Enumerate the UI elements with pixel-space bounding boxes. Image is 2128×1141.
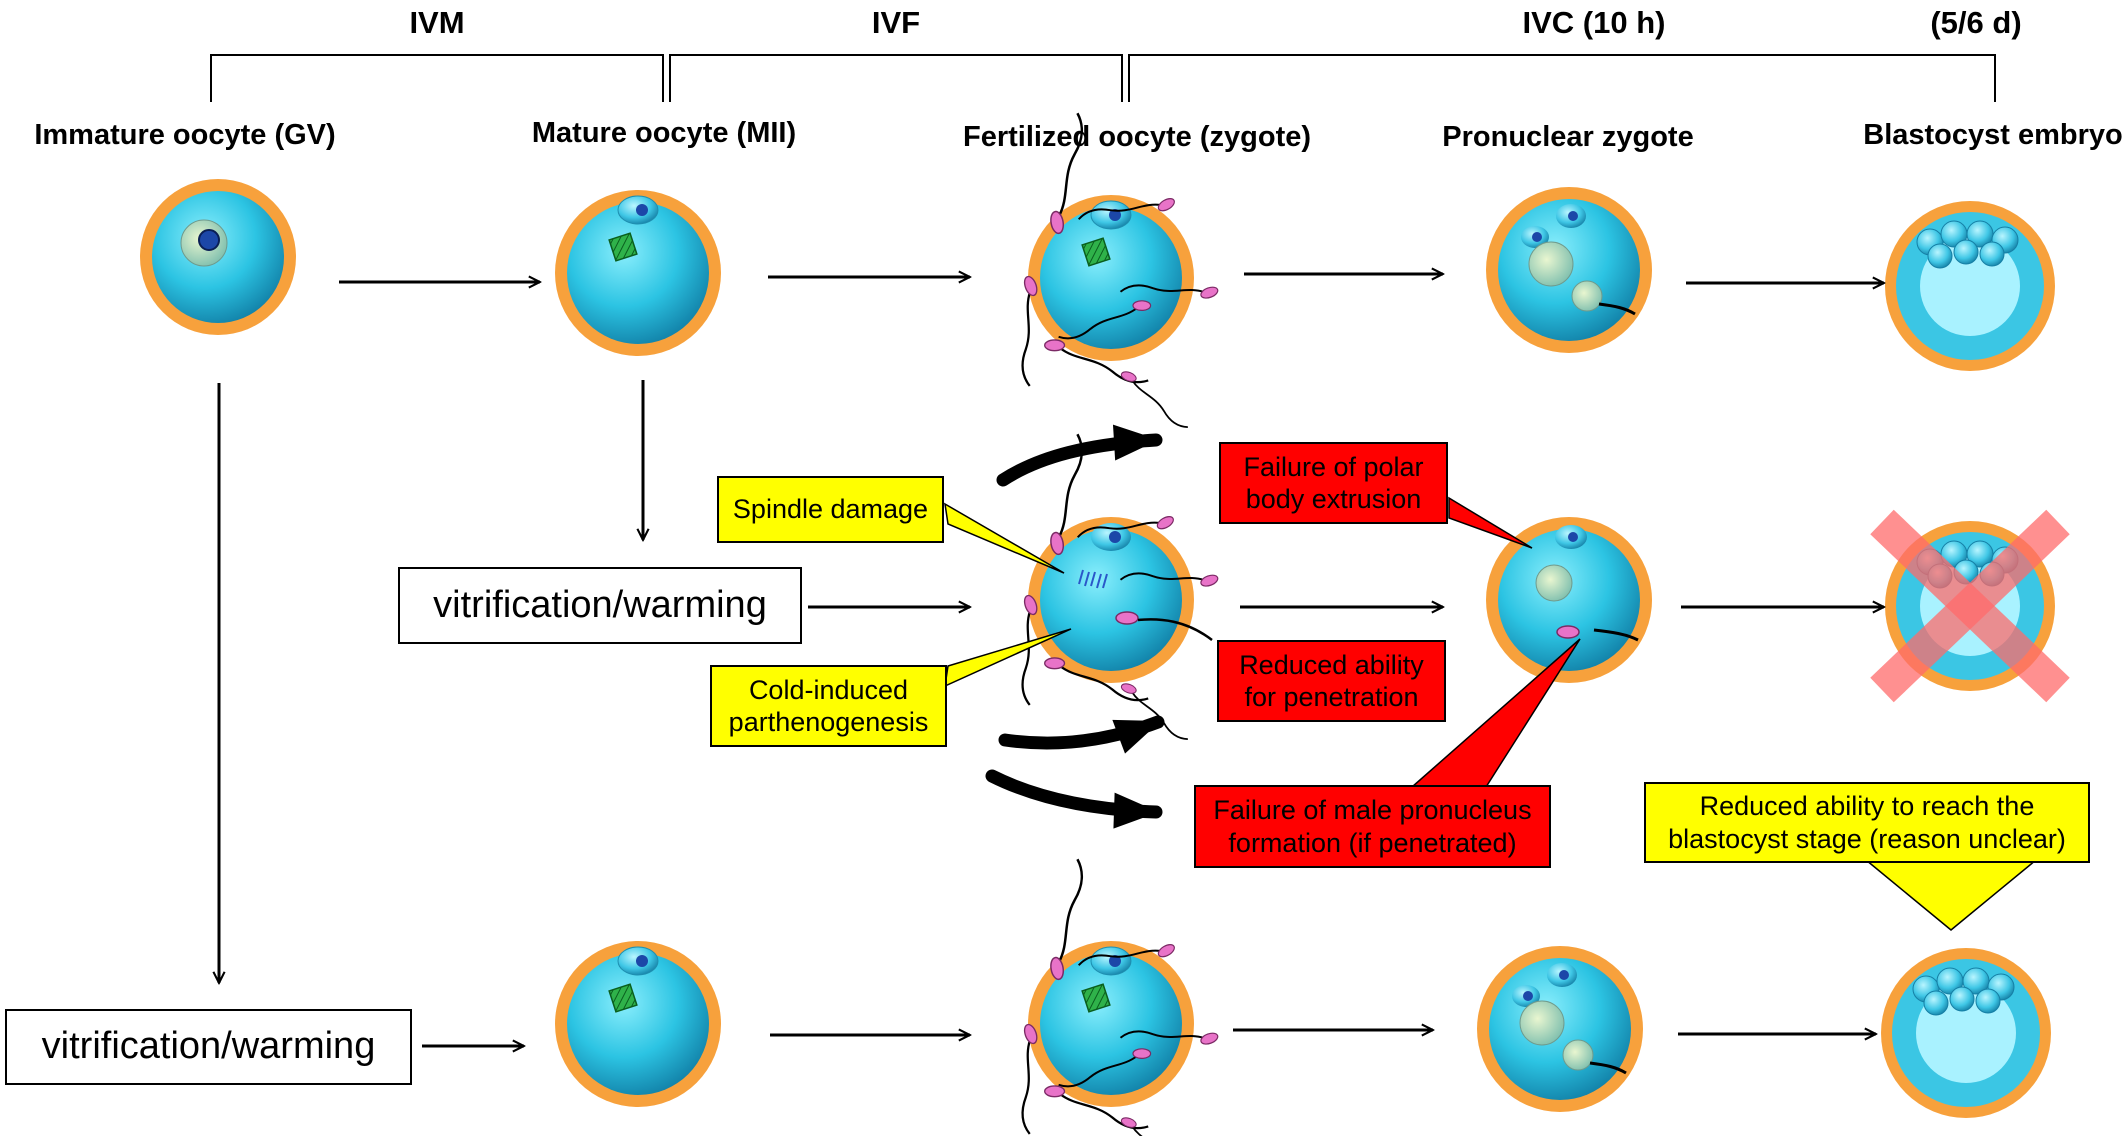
stage-label-mature-oocyte: Mature oocyte (MII): [531, 117, 797, 149]
callout-polar-body: Failure of polar body extrusion: [1219, 442, 1448, 524]
callout-spindle-damage: Spindle damage: [717, 476, 944, 543]
stage-label-pronuclear-zygote: Pronuclear zygote: [1442, 121, 1694, 153]
callout-pronucleus-line-1: Failure of male pronucleus: [1213, 795, 1532, 826]
stage-label-immature-oocyte: Immature oocyte (GV): [34, 119, 336, 151]
callout-blastocyst-line-2: blastocyst stage (reason unclear): [1668, 823, 2066, 854]
mature-oocyte-cell: [554, 189, 722, 357]
warmed-mature-oocyte-cell: [554, 940, 722, 1108]
failed-pronuclear-zygote-cell: [1486, 517, 1652, 683]
callout-blastocyst-line-1: Reduced ability to reach the: [1699, 791, 2035, 822]
failure-cross-icon: [1870, 509, 2070, 703]
phase-label-culture-days: (5/6 d): [1930, 5, 2022, 40]
callout-cold-line-2: parthenogenesis: [728, 707, 929, 737]
warmed-blastocyst-cell: [1881, 948, 2051, 1118]
phase-bracket: [210, 54, 1996, 102]
phase-label-ivf: IVF: [871, 5, 921, 40]
callout-penetration-line-2: for penetration: [1244, 682, 1419, 712]
warmed-pronuclear-zygote-cell: [1475, 944, 1645, 1114]
pronuclear-zygote-cell: [1484, 185, 1654, 355]
callout-pronucleus-line-2: formation (if penetrated): [1228, 827, 1517, 858]
callout-male-pronucleus: Failure of male pronucleus formation (if…: [1194, 785, 1551, 868]
vitrification-box-immature: vitrification/warming: [5, 1009, 412, 1085]
callout-penetration-line-1: Reduced ability: [1239, 649, 1424, 680]
warmed-fertilized-oocyte-cell: [991, 857, 1221, 1141]
stage-label-fertilized-oocyte: Fertilized oocyte (zygote): [962, 121, 1312, 153]
phase-label-ivc: IVC (10 h): [1522, 5, 1666, 40]
failed-blastocyst-cell: [1870, 509, 2070, 703]
damaged-zygote-cell: [991, 432, 1221, 742]
stage-label-blastocyst: Blastocyst embryo: [1863, 119, 2123, 151]
callout-blastocyst-reduced: Reduced ability to reach the blastocyst …: [1644, 782, 2090, 863]
blastocyst-cell: [1885, 201, 2055, 371]
callout-polar-line-2: body extrusion: [1245, 484, 1422, 514]
callout-penetration: Reduced ability for penetration: [1217, 640, 1446, 722]
immature-oocyte-cell: [139, 178, 297, 336]
phase-label-ivm: IVM: [409, 5, 465, 40]
vitrification-box-mature: vitrification/warming: [398, 567, 802, 644]
callout-cold-line-1: Cold-induced: [748, 674, 909, 705]
callout-polar-line-1: Failure of polar: [1243, 451, 1424, 482]
fertilized-oocyte-cell: [991, 111, 1221, 430]
flow-arrows: [219, 274, 1884, 1046]
curved-arrows: [985, 424, 1165, 829]
callout-cold-parthenogenesis: Cold-induced parthenogenesis: [710, 665, 947, 747]
